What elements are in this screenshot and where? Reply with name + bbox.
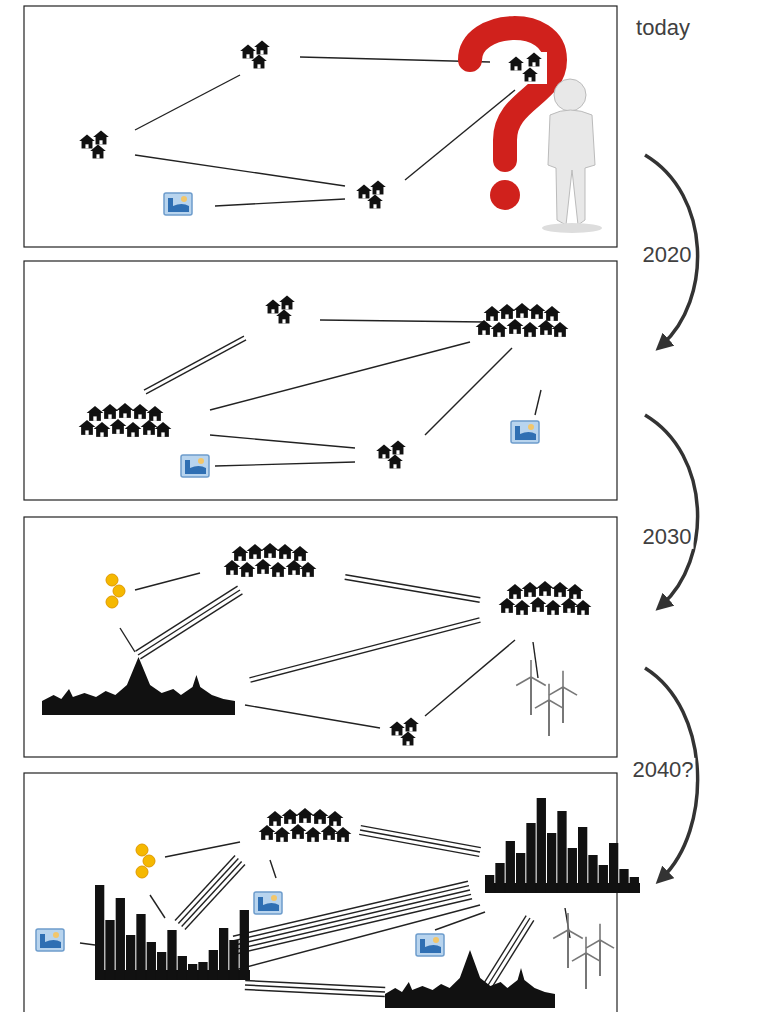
network-line	[233, 881, 468, 936]
network-line	[178, 858, 238, 923]
network-line	[533, 642, 538, 678]
town-icon	[259, 808, 352, 842]
village-icon	[376, 441, 406, 469]
town-icon	[79, 403, 172, 437]
network-line	[251, 622, 481, 682]
time-panel	[24, 517, 617, 757]
lake-icon	[416, 934, 444, 956]
network-line	[182, 862, 242, 927]
lake-icon	[511, 421, 539, 443]
village-icon	[240, 41, 270, 69]
old-city-skyline	[385, 950, 555, 1008]
network-line	[135, 155, 345, 186]
lake-icon	[164, 193, 192, 215]
network-line	[215, 462, 355, 466]
solar-icon	[106, 574, 125, 608]
wind-turbines	[553, 913, 614, 989]
network-line	[535, 390, 541, 415]
network-line	[245, 705, 380, 728]
lake-icon	[181, 455, 209, 477]
old-city-skyline	[42, 657, 235, 715]
town-icon	[476, 303, 569, 337]
network-line	[80, 943, 95, 945]
network-line	[361, 826, 481, 848]
town-icon	[499, 581, 592, 615]
lake-icon	[36, 929, 64, 951]
network-line	[210, 435, 355, 448]
lake-icon	[254, 892, 282, 914]
network-line	[435, 912, 485, 930]
network-line	[489, 920, 534, 992]
network-line	[360, 830, 480, 852]
village-icon	[356, 181, 386, 209]
network-line	[245, 989, 385, 996]
solar-icon	[136, 844, 155, 878]
network-line	[146, 340, 246, 394]
network-line	[140, 594, 242, 659]
time-arrow	[645, 415, 698, 605]
network-line	[135, 75, 240, 130]
question-figure	[470, 28, 602, 233]
network-line	[425, 640, 515, 716]
village-icon	[389, 718, 419, 746]
network-line	[215, 199, 345, 206]
network-line	[175, 855, 235, 920]
network-line	[320, 320, 485, 322]
time-panel	[24, 6, 617, 247]
network-line	[120, 628, 135, 652]
network-line	[185, 865, 245, 930]
network-line	[165, 842, 240, 857]
wind-turbines	[516, 660, 577, 736]
city-skyline	[485, 798, 640, 893]
network-line	[135, 573, 200, 590]
year-label: 2030	[641, 525, 694, 549]
city-skyline	[95, 885, 250, 980]
network-line	[234, 886, 469, 941]
year-label: today	[634, 16, 692, 40]
village-icon	[265, 296, 295, 324]
network-line	[249, 618, 479, 678]
network-line	[138, 590, 240, 655]
network-line	[345, 575, 480, 598]
year-label: 2020	[641, 243, 694, 267]
network-line	[144, 336, 244, 390]
network-line	[425, 348, 512, 435]
network-line	[136, 586, 238, 651]
network-line	[359, 834, 479, 856]
network-line	[210, 342, 470, 410]
time-panel	[24, 261, 617, 500]
village-icon	[79, 131, 109, 159]
year-label: 2040?	[630, 758, 695, 782]
time-panel	[24, 773, 617, 1012]
network-line	[345, 579, 480, 602]
town-icon	[224, 543, 317, 577]
network-line	[270, 860, 276, 878]
network-line	[150, 895, 165, 918]
